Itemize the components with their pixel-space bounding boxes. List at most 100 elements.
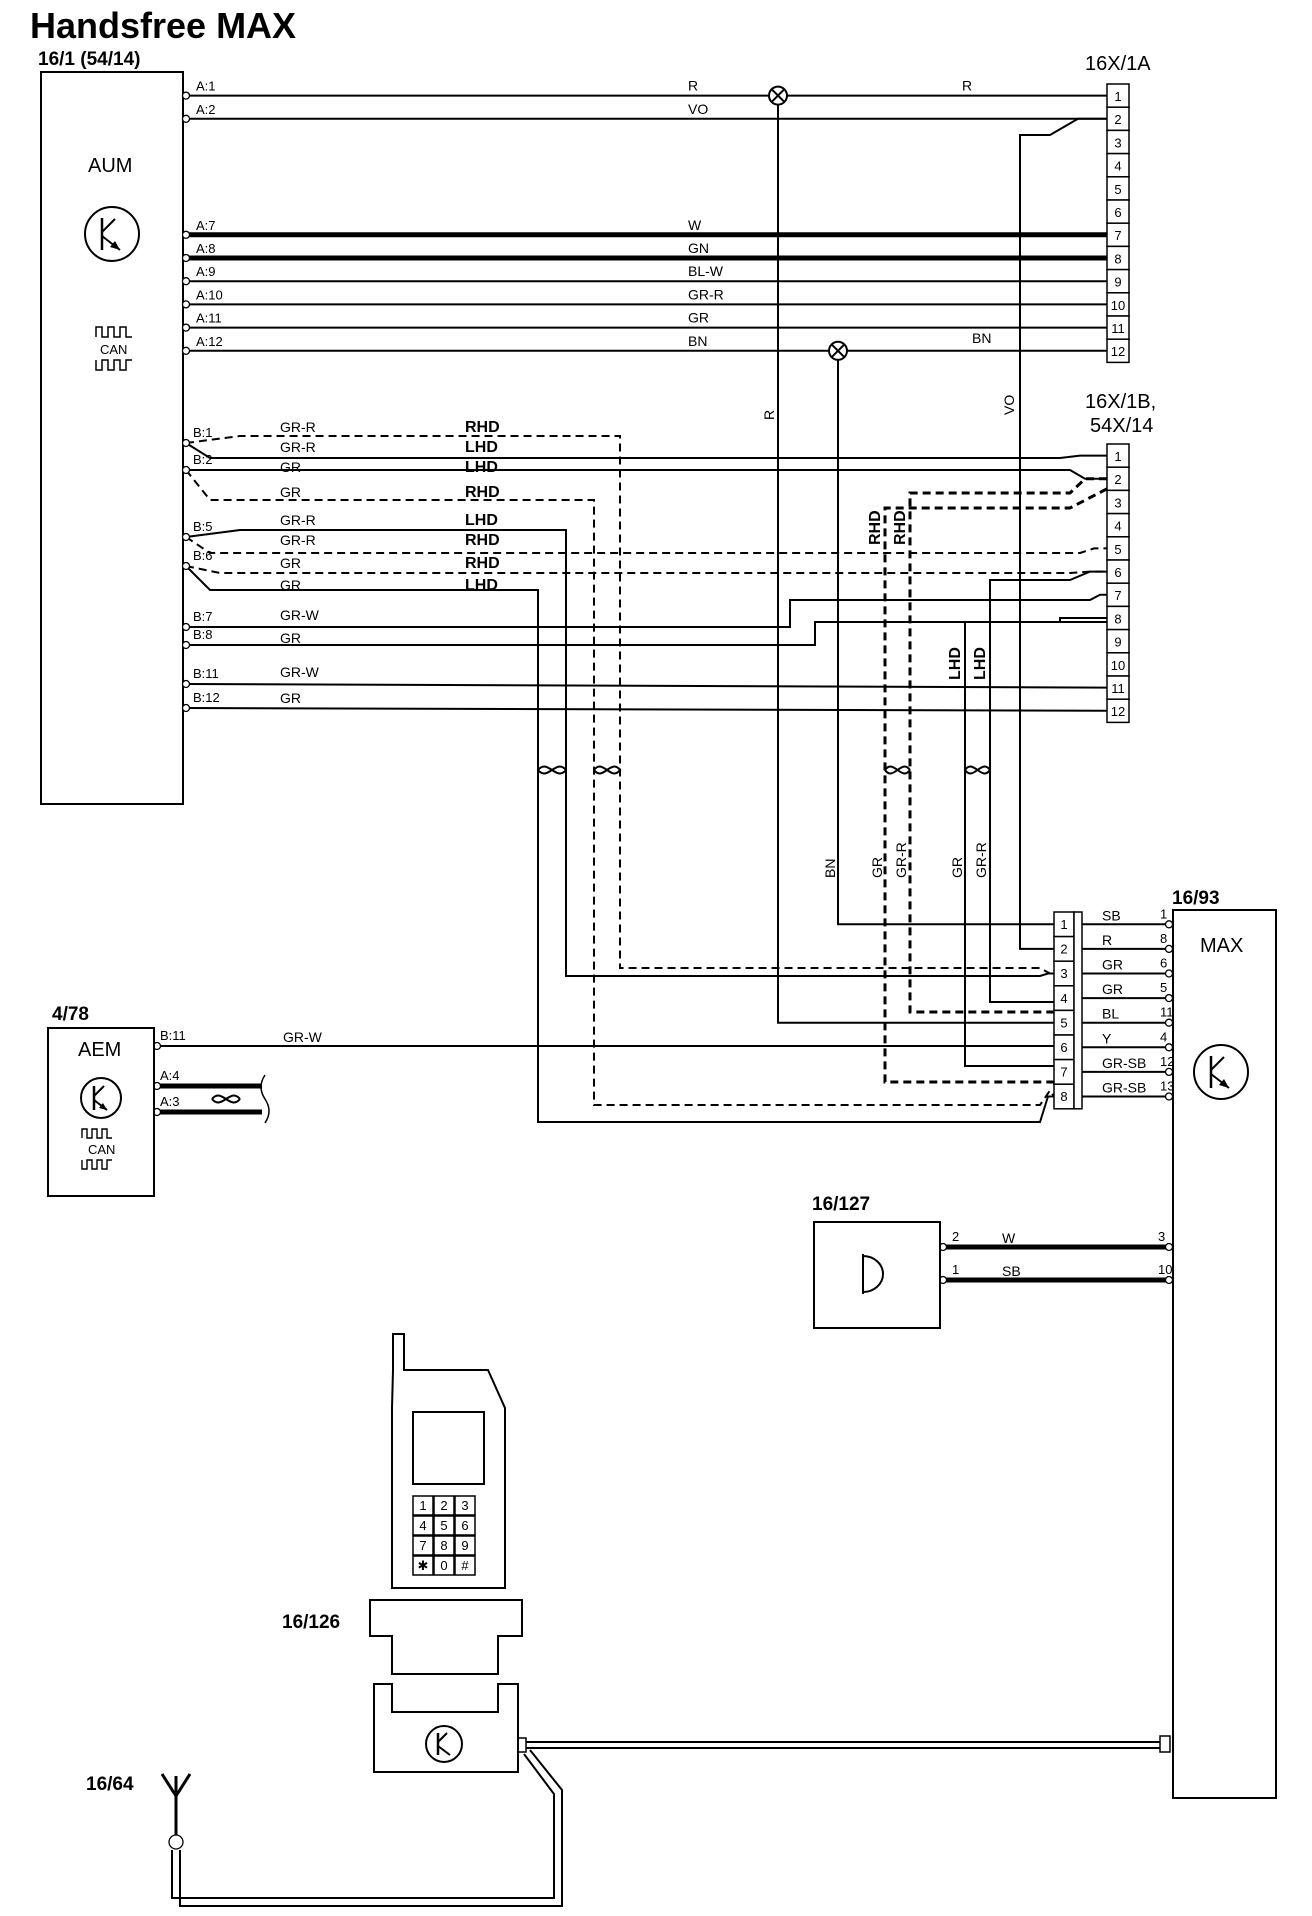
keypad-key-label: 4 [419,1518,426,1533]
antenna-16-64: 16/64 [86,1773,192,1850]
aum-a-wire-color: GR [688,310,709,326]
max-input-color: GR [1102,981,1123,997]
aum-b-terminal-label: B:1 [193,425,213,440]
aum-b-terminal-label: B:2 [193,452,213,467]
aum-b-terminal-label: B:7 [193,609,213,624]
aem-name: AEM [78,1039,121,1061]
aum-b-terminal [181,532,191,542]
conn-b-pin-number: 3 [1114,495,1121,510]
conn-b-pin-number: 5 [1114,542,1121,557]
aum-a-terminal [181,323,191,332]
twisted-pair-lhd [537,765,567,775]
mic-wire-color: SB [1002,1263,1021,1279]
keypad-key [433,1535,455,1556]
conn-a-pin-number: 10 [1111,298,1125,313]
keypad-key-label: 5 [440,1518,447,1533]
keypad-key [433,1555,455,1576]
aem-terminal-label: B:11 [160,1028,186,1043]
aem-module: 4/78 AEM CAN [47,1004,155,1197]
max-conn-pin-number: 8 [1060,1089,1067,1104]
cradle-transistor-icon [425,1725,463,1763]
b1-rhd-wire [185,435,1054,975]
max-input-pin: 5 [1160,980,1167,995]
aum-b-wire-color: GR-W [280,664,320,680]
max-terminal [1164,1242,1174,1252]
aum-a-terminal-label: A:8 [196,241,216,256]
b2-rhd-wire [185,469,1055,1106]
keypad-key-label: 9 [461,1538,468,1553]
keypad-key [454,1555,476,1576]
lhd-vertical-1 [989,570,1107,1003]
aum-b-terminal [181,465,191,475]
max-name: MAX [1200,935,1243,957]
aum-b-terminal-label: B:8 [193,627,213,642]
rhd-vertical-1 [908,477,1107,1014]
svg-text:CAN: CAN [88,1142,115,1157]
cable-plug [1159,1735,1171,1753]
aum-a-wire-color: GN [688,240,709,256]
vertical-wire-color: GR-R [973,842,989,878]
aum-a-terminal [181,91,191,100]
max-conn-pin-number: 6 [1060,1040,1067,1055]
max-terminal [1164,969,1174,978]
max-input-pin: 8 [1160,931,1167,946]
conn-b-pin-number: 4 [1114,519,1121,534]
vo-drop-label: VO [1001,395,1017,415]
aum-a-wire-color: BN [688,333,707,349]
vertical-wire-color: BN [822,859,838,878]
aum-b-terminal [181,640,191,650]
aum-a-terminal [181,114,191,123]
max-input-color: Y [1102,1030,1112,1046]
svg-text:CAN: CAN [100,342,127,357]
aum-b-wire-color: GR [280,630,301,646]
max-terminal [1164,993,1174,1003]
conn-a-pin-number: 9 [1114,275,1121,290]
b5-rhd-wire [185,536,1107,554]
lhd-label-1: LHD [947,647,964,680]
aem-transistor-icon [80,1077,122,1119]
mic-pin: 1 [952,1262,959,1277]
splice-r [768,85,788,106]
conn-a-pin-number: 5 [1114,182,1121,197]
max-input-color: SB [1102,907,1121,923]
b11-wire [185,683,1108,689]
conn-a-pin-number: 11 [1111,321,1125,336]
aum-a-wire-color: R [688,78,698,94]
aum-a-wire-color: VO [688,101,708,117]
aum-a-terminal [181,253,191,263]
keypad-key-label: 3 [461,1498,468,1513]
aem-can-icon: CAN [81,1128,115,1170]
twisted-pair-lhd-right [964,765,991,775]
wires [157,85,1171,1907]
aum-b-variant-label: RHD [465,555,500,572]
max-input-color: GR [1102,957,1123,973]
aum-a-terminal-label: A:1 [196,79,216,94]
aum-b-variant-label: LHD [465,439,498,456]
max-conn-pin-number: 5 [1060,1015,1067,1030]
aum-name: AUM [88,155,132,177]
keypad-key-label: 0 [440,1558,447,1573]
conn-b-pin-number: 7 [1114,588,1121,603]
max-conn-pin-number: 1 [1060,917,1067,932]
max-input-pin: 12 [1160,1054,1174,1069]
conn-b-ref-2: 54X/14 [1090,415,1153,437]
conn-b-pin-number: 1 [1114,449,1121,464]
conn-a-pin-number: 4 [1114,159,1121,174]
cable-plug [517,1737,527,1753]
max-terminal [1164,1092,1174,1101]
keypad-key [454,1535,476,1556]
mic-ref: 16/127 [812,1194,870,1215]
keypad-key-label: 7 [419,1538,426,1553]
max-terminal [1164,1067,1174,1077]
keypad-key [433,1495,455,1516]
conn-b-pin-number: 8 [1114,611,1121,626]
keypad-key-label: 8 [440,1538,447,1553]
max-terminal [1164,1043,1174,1052]
phone-ref: 16/126 [282,1612,340,1633]
aum-b-wire-color: GR-R [280,439,316,455]
aum-b-wire-color: GR-R [280,532,316,548]
